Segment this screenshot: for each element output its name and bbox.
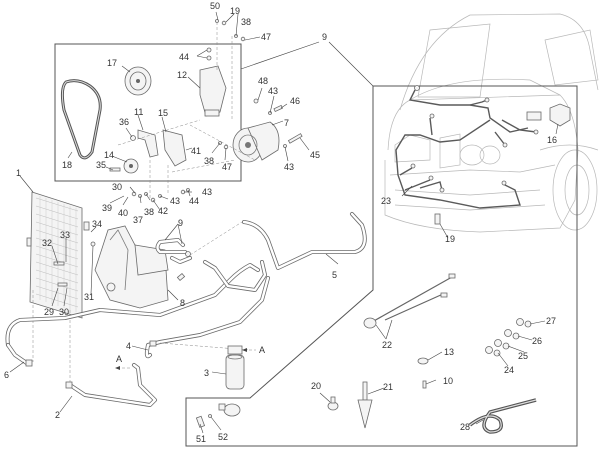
callout-43-top: 43 xyxy=(268,86,278,96)
callout-35: 35 xyxy=(96,160,106,170)
callout-11: 11 xyxy=(134,107,143,117)
callout-21: 21 xyxy=(383,382,393,392)
wiring-harness xyxy=(395,85,542,209)
callout-2: 2 xyxy=(55,410,60,420)
callout-47-compressor: 47 xyxy=(222,162,232,172)
sensor xyxy=(434,213,441,225)
callout-24: 24 xyxy=(504,365,514,375)
callout-40: 40 xyxy=(118,208,128,218)
drain-hose-nozzle xyxy=(357,381,373,429)
callout-38-compressor: 38 xyxy=(204,156,214,166)
callout-27: 27 xyxy=(546,316,556,326)
callout-38-bracket: 38 xyxy=(144,207,154,217)
section-a-arrows xyxy=(115,348,256,370)
callout-13: 13 xyxy=(444,347,454,357)
callout-8: 8 xyxy=(180,298,185,308)
pulley xyxy=(124,66,152,96)
callout-45: 45 xyxy=(310,150,320,160)
callout-15: 15 xyxy=(158,108,168,118)
bracket xyxy=(137,129,159,158)
callout-34: 34 xyxy=(92,219,102,229)
drain-valve xyxy=(327,396,339,411)
drain-hose xyxy=(468,398,537,434)
callout-14: 14 xyxy=(104,150,114,160)
vehicle-outline xyxy=(384,13,599,233)
callout-52: 52 xyxy=(218,432,228,442)
callout-31: 31 xyxy=(84,292,94,302)
idler-pulley xyxy=(109,158,139,174)
callout-19-top: 19 xyxy=(230,6,240,16)
callout-9-evaporator-pipe: 9 xyxy=(178,218,183,228)
callout-47-top: 47 xyxy=(261,32,271,42)
callout-36: 36 xyxy=(119,117,129,127)
callout-44-top: 44 xyxy=(179,52,189,62)
evaporator-pipes xyxy=(155,238,192,264)
callout-1: 1 xyxy=(16,168,21,178)
callout-51: 51 xyxy=(196,434,206,444)
callout-43-compressor: 43 xyxy=(284,162,294,172)
fasteners xyxy=(131,19,303,203)
leader-lines xyxy=(9,11,559,434)
callout-17: 17 xyxy=(107,58,117,68)
callout-18: 18 xyxy=(62,160,72,170)
callout-5: 5 xyxy=(332,270,337,280)
relay xyxy=(549,103,571,127)
callout-4: 4 xyxy=(126,341,131,351)
callout-33: 33 xyxy=(60,230,70,240)
section-marker-a-pipe: A xyxy=(116,354,122,364)
callout-16: 16 xyxy=(547,135,557,145)
callout-9-frame: 9 xyxy=(322,32,327,42)
compressor-mount xyxy=(199,47,227,117)
tensioner-bracket xyxy=(162,129,187,167)
callout-39: 39 xyxy=(102,203,112,213)
callout-20: 20 xyxy=(311,381,321,391)
callout-3: 3 xyxy=(204,368,209,378)
callout-19-sensor: 19 xyxy=(445,234,455,244)
compressor-mount-frame xyxy=(54,43,242,182)
refrigerant-lines xyxy=(5,212,367,407)
callout-6: 6 xyxy=(4,370,9,380)
ac-compressor xyxy=(232,121,280,163)
callout-46: 46 xyxy=(290,96,300,106)
callout-12: 12 xyxy=(177,70,187,80)
evaporator-housing xyxy=(94,225,186,309)
drier-clamp xyxy=(195,403,241,428)
receiver-drier xyxy=(225,345,245,390)
callout-38-top: 38 xyxy=(241,17,251,27)
callout-28: 28 xyxy=(460,422,470,432)
drain-hose-highlight xyxy=(469,399,537,433)
clip xyxy=(422,380,427,389)
callout-26: 26 xyxy=(532,336,542,346)
callout-10: 10 xyxy=(443,376,453,386)
grommet xyxy=(417,357,429,365)
callout-43-bracket: 43 xyxy=(170,196,180,206)
callout-25: 25 xyxy=(518,351,528,361)
callout-29: 29 xyxy=(44,307,54,317)
accessories-frame xyxy=(185,85,578,447)
callout-32: 32 xyxy=(42,238,52,248)
callout-50: 50 xyxy=(210,1,220,11)
callout-37: 37 xyxy=(133,215,143,225)
callout-41: 41 xyxy=(191,146,201,156)
drive-belt xyxy=(60,79,102,160)
callout-22: 22 xyxy=(382,340,392,350)
alignment-line xyxy=(189,221,243,256)
alignment-lines xyxy=(117,22,256,200)
callout-44-bottom: 44 xyxy=(189,196,199,206)
capillary-tubes xyxy=(363,273,456,329)
callout-43-right: 43 xyxy=(202,187,212,197)
callout-7: 7 xyxy=(284,118,289,128)
callout-30-bracket: 30 xyxy=(112,182,122,192)
callout-23: 23 xyxy=(381,196,391,206)
callout-48: 48 xyxy=(258,76,268,86)
section-marker-a-drier: A xyxy=(259,345,265,355)
callout-labels: 1 2 3 4 5 6 7 8 9 9 10 11 12 13 14 15 16… xyxy=(4,1,557,444)
callout-42: 42 xyxy=(158,206,168,216)
hose-clips xyxy=(485,318,532,357)
callout-30-condenser: 30 xyxy=(59,307,69,317)
